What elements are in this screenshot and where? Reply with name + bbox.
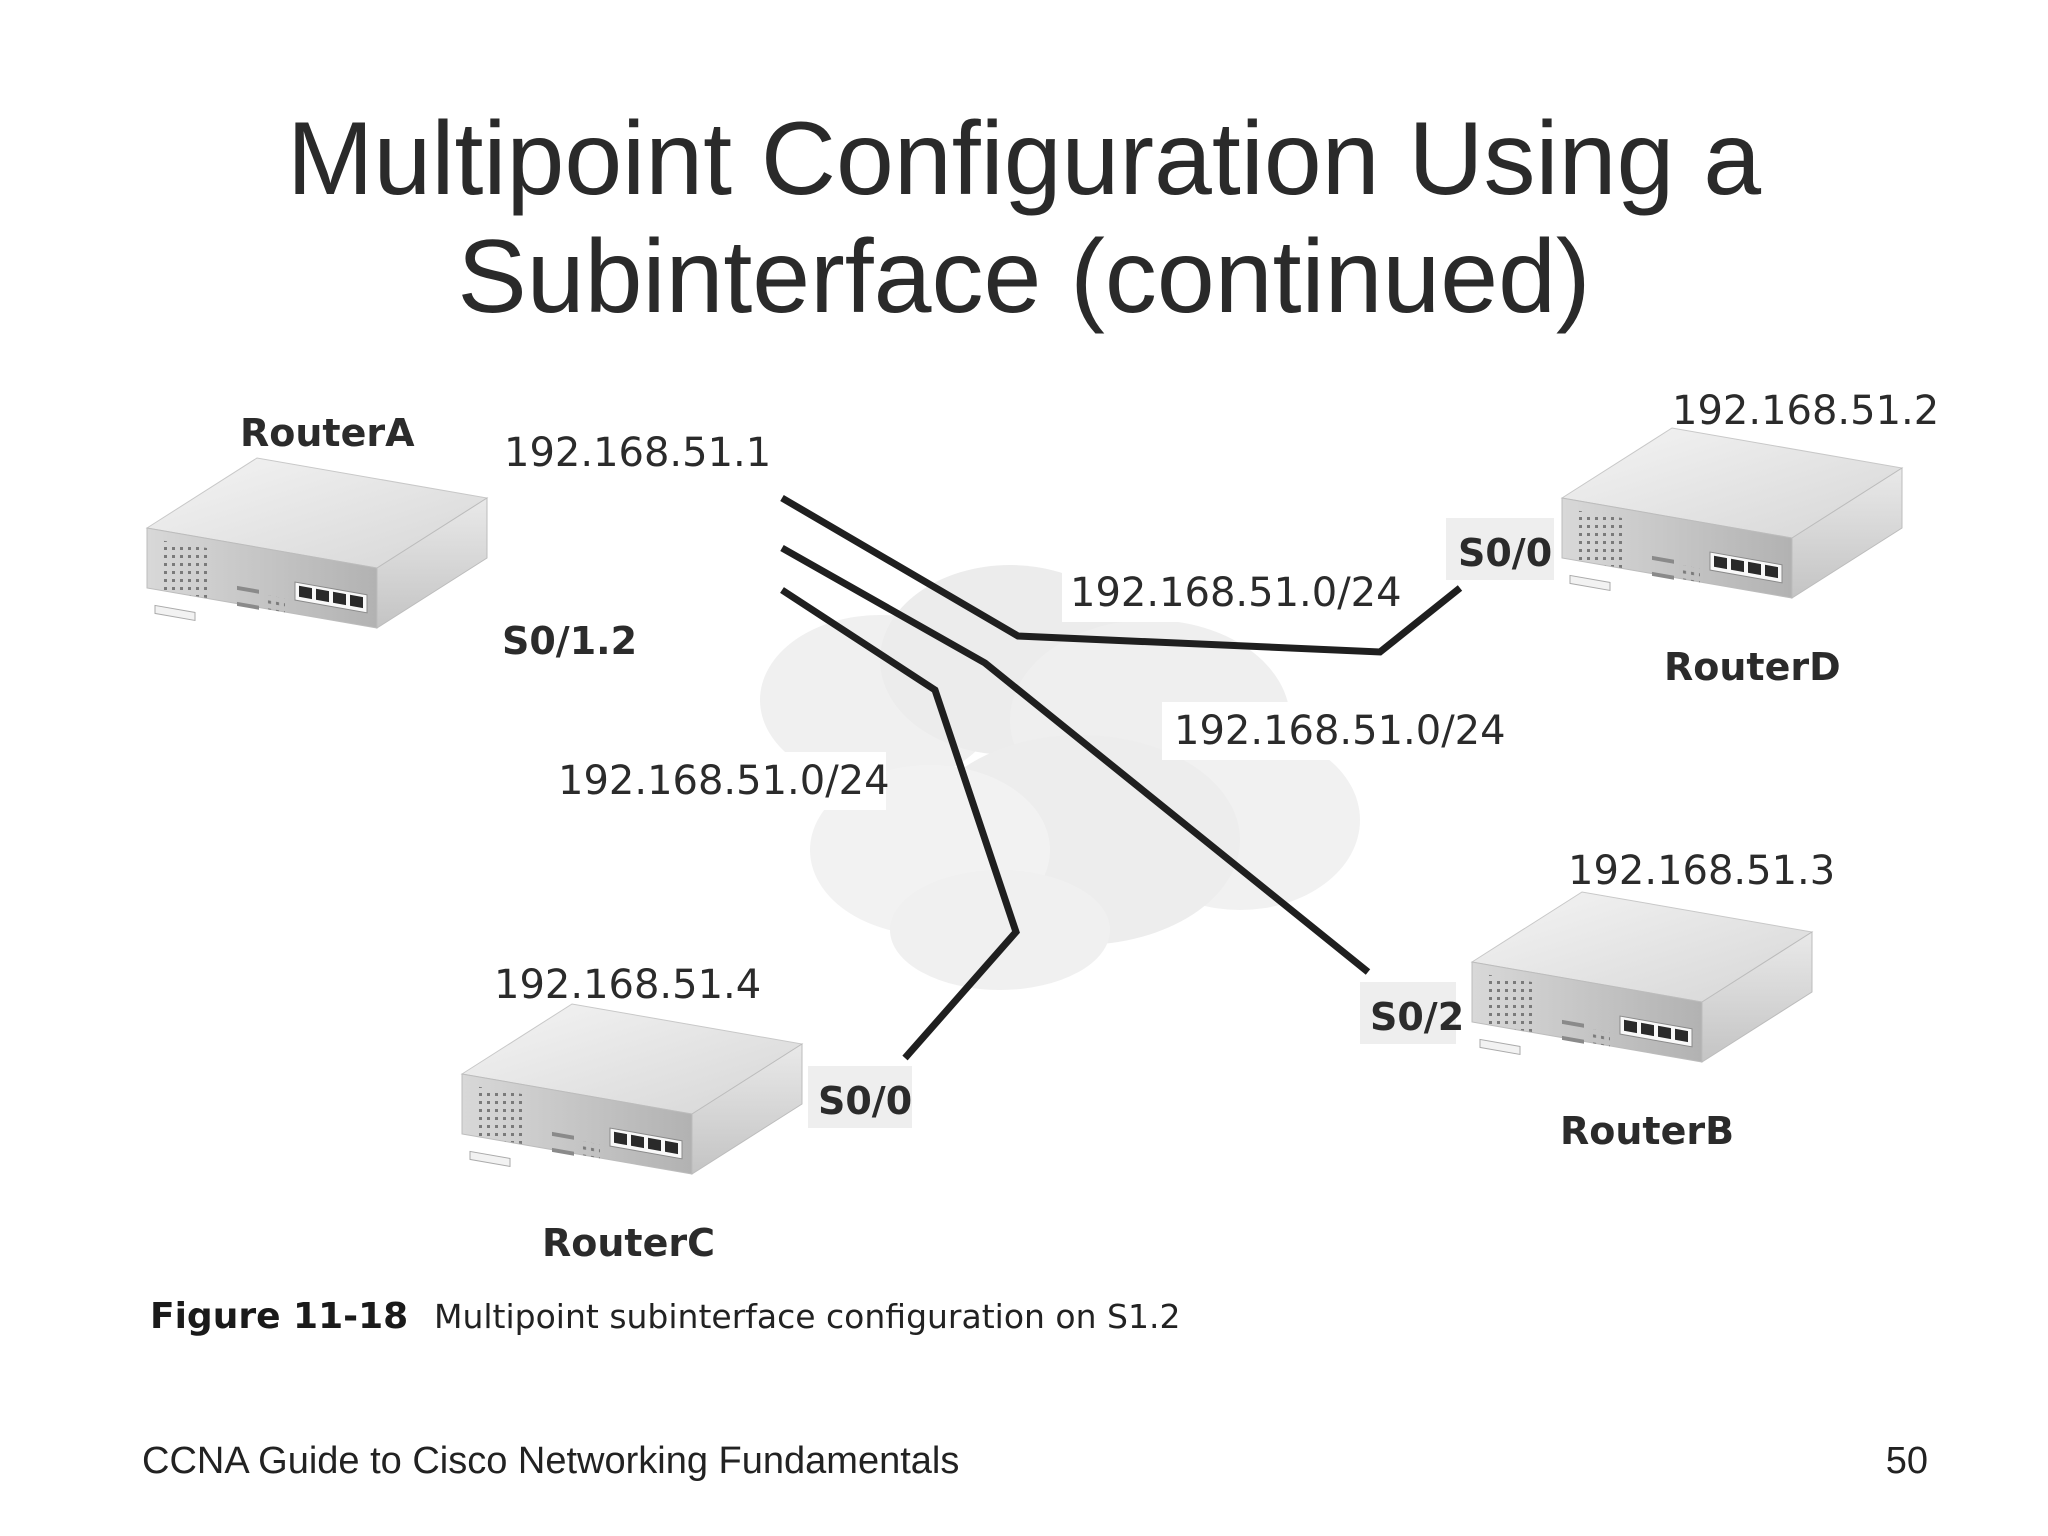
interface-label-bg-d <box>1446 518 1554 580</box>
router-a-interface: S0/1.2 <box>502 619 637 663</box>
link-line-to-routerc <box>780 587 1020 1061</box>
footer-book-title: CCNA Guide to Cisco Networking Fundament… <box>142 1440 960 1482</box>
link-line-to-routerd <box>780 494 1463 656</box>
router-d-interface: S0/0 <box>1458 531 1552 575</box>
slide-title: Multipoint Configuration Using a Subinte… <box>0 100 2048 336</box>
router-a-name: RouterA <box>240 411 415 455</box>
router-d-ip: 192.168.51.2 <box>1672 388 1939 434</box>
page-number: 50 <box>1885 1440 1928 1482</box>
router-c-icon <box>461 1003 803 1175</box>
router-d-icon <box>1561 427 1903 599</box>
network-label-bg-b <box>1162 702 1502 760</box>
router-c-ip: 192.168.51.4 <box>494 962 761 1008</box>
figure-caption: Multipoint subinterface configuration on… <box>434 1297 1180 1336</box>
router-b-ip: 192.168.51.3 <box>1568 848 1835 894</box>
router-a-icon <box>146 457 488 629</box>
router-b-interface: S0/2 <box>1370 995 1464 1039</box>
link-label-to-routerc: 192.168.51.0/24 <box>558 758 890 804</box>
title-line-2: Subinterface (continued) <box>457 219 1591 335</box>
interface-label-bg-c <box>808 1066 912 1128</box>
router-c-name: RouterC <box>542 1221 715 1265</box>
interface-label-bg-b <box>1360 982 1456 1044</box>
title-line-1: Multipoint Configuration Using a <box>286 101 1762 217</box>
link-label-to-routerb: 192.168.51.0/24 <box>1174 708 1506 754</box>
link-label-to-routerd: 192.168.51.0/24 <box>1070 570 1402 616</box>
router-c-interface: S0/0 <box>818 1079 912 1123</box>
router-b-icon <box>1471 891 1813 1063</box>
router-d-name: RouterD <box>1664 645 1841 689</box>
router-b-name: RouterB <box>1560 1109 1734 1153</box>
figure-number: Figure 11-18 <box>150 1296 408 1337</box>
router-a-ip: 192.168.51.1 <box>504 430 771 476</box>
network-label-bg-d <box>1062 564 1386 622</box>
network-label-bg-c <box>552 752 886 810</box>
link-line-to-routerb <box>780 544 1371 975</box>
